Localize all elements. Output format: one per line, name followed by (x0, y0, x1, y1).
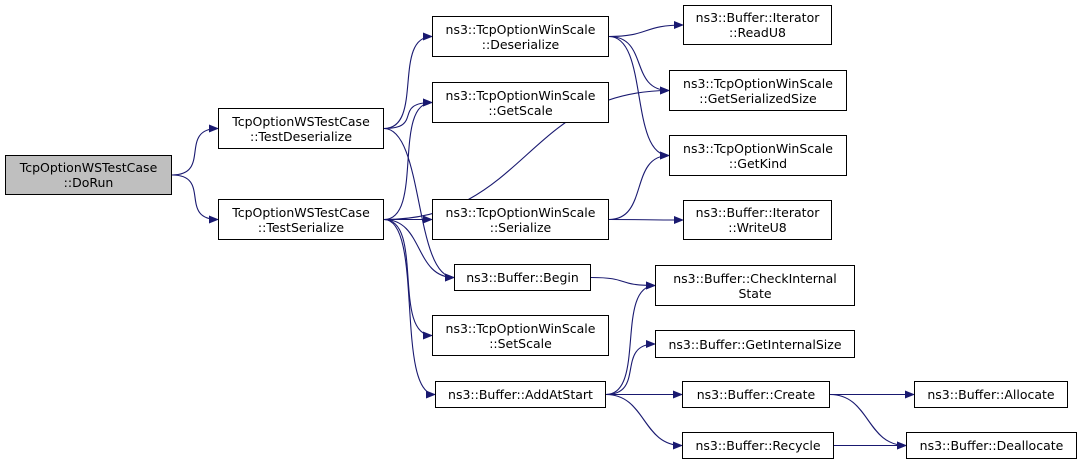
node-label-line: ::ReadU8 (729, 25, 786, 40)
node-label-line: ns3::TcpOptionWinScale (445, 21, 596, 37)
node-label-line: ns3::Buffer::Iterator (695, 205, 820, 220)
node-label-line: ns3::Buffer::Begin (466, 270, 579, 285)
node-label-line: ns3::Buffer::AddAtStart (448, 387, 593, 402)
node-getkind[interactable]: ns3::TcpOptionWinScale ::GetKind (669, 135, 847, 176)
node-label-line: ::GetKind (728, 155, 788, 171)
edge-deserialize-to-getkind (608, 35, 670, 160)
edge-testserialize-to-addatstart (383, 218, 436, 399)
node-label-line: TcpOptionWSTestCase (19, 160, 158, 175)
node-label-line: ::Deserialize (481, 36, 560, 52)
node-testserialize[interactable]: TcpOptionWSTestCase ::TestSerialize (218, 199, 384, 240)
node-label-line: TcpOptionWSTestCase (232, 113, 370, 129)
edge-serialize-to-writeu8 (608, 215, 684, 224)
node-serialize[interactable]: ns3::TcpOptionWinScale ::Serialize (432, 199, 609, 240)
node-label-line: ns3::Buffer::Deallocate (919, 438, 1064, 453)
edge-create-to-deallocate (829, 393, 907, 450)
edge-deserialize-to-getserializedsize (608, 35, 670, 95)
edge-begin-to-checkinternalstate (590, 276, 656, 290)
node-create[interactable]: ns3::Buffer::Create (682, 381, 830, 408)
node-getscale[interactable]: ns3::TcpOptionWinScale ::GetScale (432, 82, 609, 123)
node-label-line: ns3::TcpOptionWinScale (445, 87, 596, 103)
node-label-line: ns3::Buffer::GetInternalSize (668, 336, 842, 352)
node-label-line: ::GetSerializedSize (699, 90, 817, 106)
node-label-line: ns3::TcpOptionWinScale (683, 140, 833, 156)
edge-addatstart-to-checkinternalstate (605, 281, 656, 396)
node-recycle[interactable]: ns3::Buffer::Recycle (682, 432, 834, 459)
node-getserializedsize[interactable]: ns3::TcpOptionWinScale ::GetSerializedSi… (669, 70, 847, 111)
node-deserialize[interactable]: ns3::TcpOptionWinScale ::Deserialize (432, 16, 609, 57)
node-label-line: ::DoRun (63, 175, 114, 190)
edge-testdeserialize-to-getscale (383, 98, 433, 130)
node-begin[interactable]: ns3::Buffer::Begin (454, 264, 591, 291)
node-label-line: ns3::Buffer::Allocate (927, 387, 1055, 402)
node-label-line: ::TestSerialize (257, 219, 345, 235)
node-label-line: ns3::TcpOptionWinScale (445, 320, 596, 336)
edge-testserialize-to-getscale (383, 98, 433, 221)
node-label-line: ::WriteU8 (728, 220, 787, 235)
node-dorun[interactable]: TcpOptionWSTestCase ::DoRun (5, 155, 172, 195)
edge-group (171, 21, 915, 450)
node-label-line: ns3::Buffer::Iterator (695, 10, 820, 25)
node-label-line: TcpOptionWSTestCase (232, 204, 370, 220)
edge-addatstart-to-getinternalsize (605, 340, 656, 396)
edge-deserialize-to-readu8 (608, 21, 684, 38)
node-label-line: ns3::TcpOptionWinScale (683, 75, 833, 91)
node-getinternalsize[interactable]: ns3::Buffer::GetInternalSize (655, 330, 855, 358)
edge-dorun-to-testdeserialize (171, 124, 219, 176)
node-label-line: ::GetScale (488, 102, 553, 118)
edge-addatstart-to-recycle (605, 393, 683, 450)
edge-testserialize-to-begin (383, 218, 455, 282)
node-testdeserialize[interactable]: TcpOptionWSTestCase ::TestDeserialize (218, 108, 384, 149)
node-label-line: ::Serialize (489, 219, 552, 235)
node-readu8[interactable]: ns3::Buffer::Iterator ::ReadU8 (683, 5, 832, 45)
edge-testdeserialize-to-begin (383, 127, 455, 282)
node-label-line: ::SetScale (489, 335, 552, 351)
node-checkinternalstate[interactable]: ns3::Buffer::CheckInternal State (655, 265, 855, 306)
node-label-line: ns3::Buffer::Recycle (695, 438, 821, 453)
node-deallocate[interactable]: ns3::Buffer::Deallocate (906, 432, 1077, 459)
node-label-line: ::TestDeserialize (249, 128, 353, 144)
edge-testdeserialize-to-deserialize (383, 32, 433, 130)
node-label-line: State (738, 285, 772, 301)
edge-dorun-to-testserialize (171, 174, 219, 224)
node-label-line: ns3::Buffer::CheckInternal (673, 270, 837, 286)
node-label-line: ns3::Buffer::Create (696, 387, 816, 402)
node-label-line: ns3::TcpOptionWinScale (445, 204, 596, 220)
node-addatstart[interactable]: ns3::Buffer::AddAtStart (435, 381, 606, 408)
node-allocate[interactable]: ns3::Buffer::Allocate (914, 381, 1068, 408)
node-writeu8[interactable]: ns3::Buffer::Iterator ::WriteU8 (683, 200, 832, 240)
node-setscale[interactable]: ns3::TcpOptionWinScale ::SetScale (432, 315, 609, 356)
edge-testserialize-to-setscale (383, 218, 433, 340)
edge-serialize-to-getkind (608, 151, 670, 221)
